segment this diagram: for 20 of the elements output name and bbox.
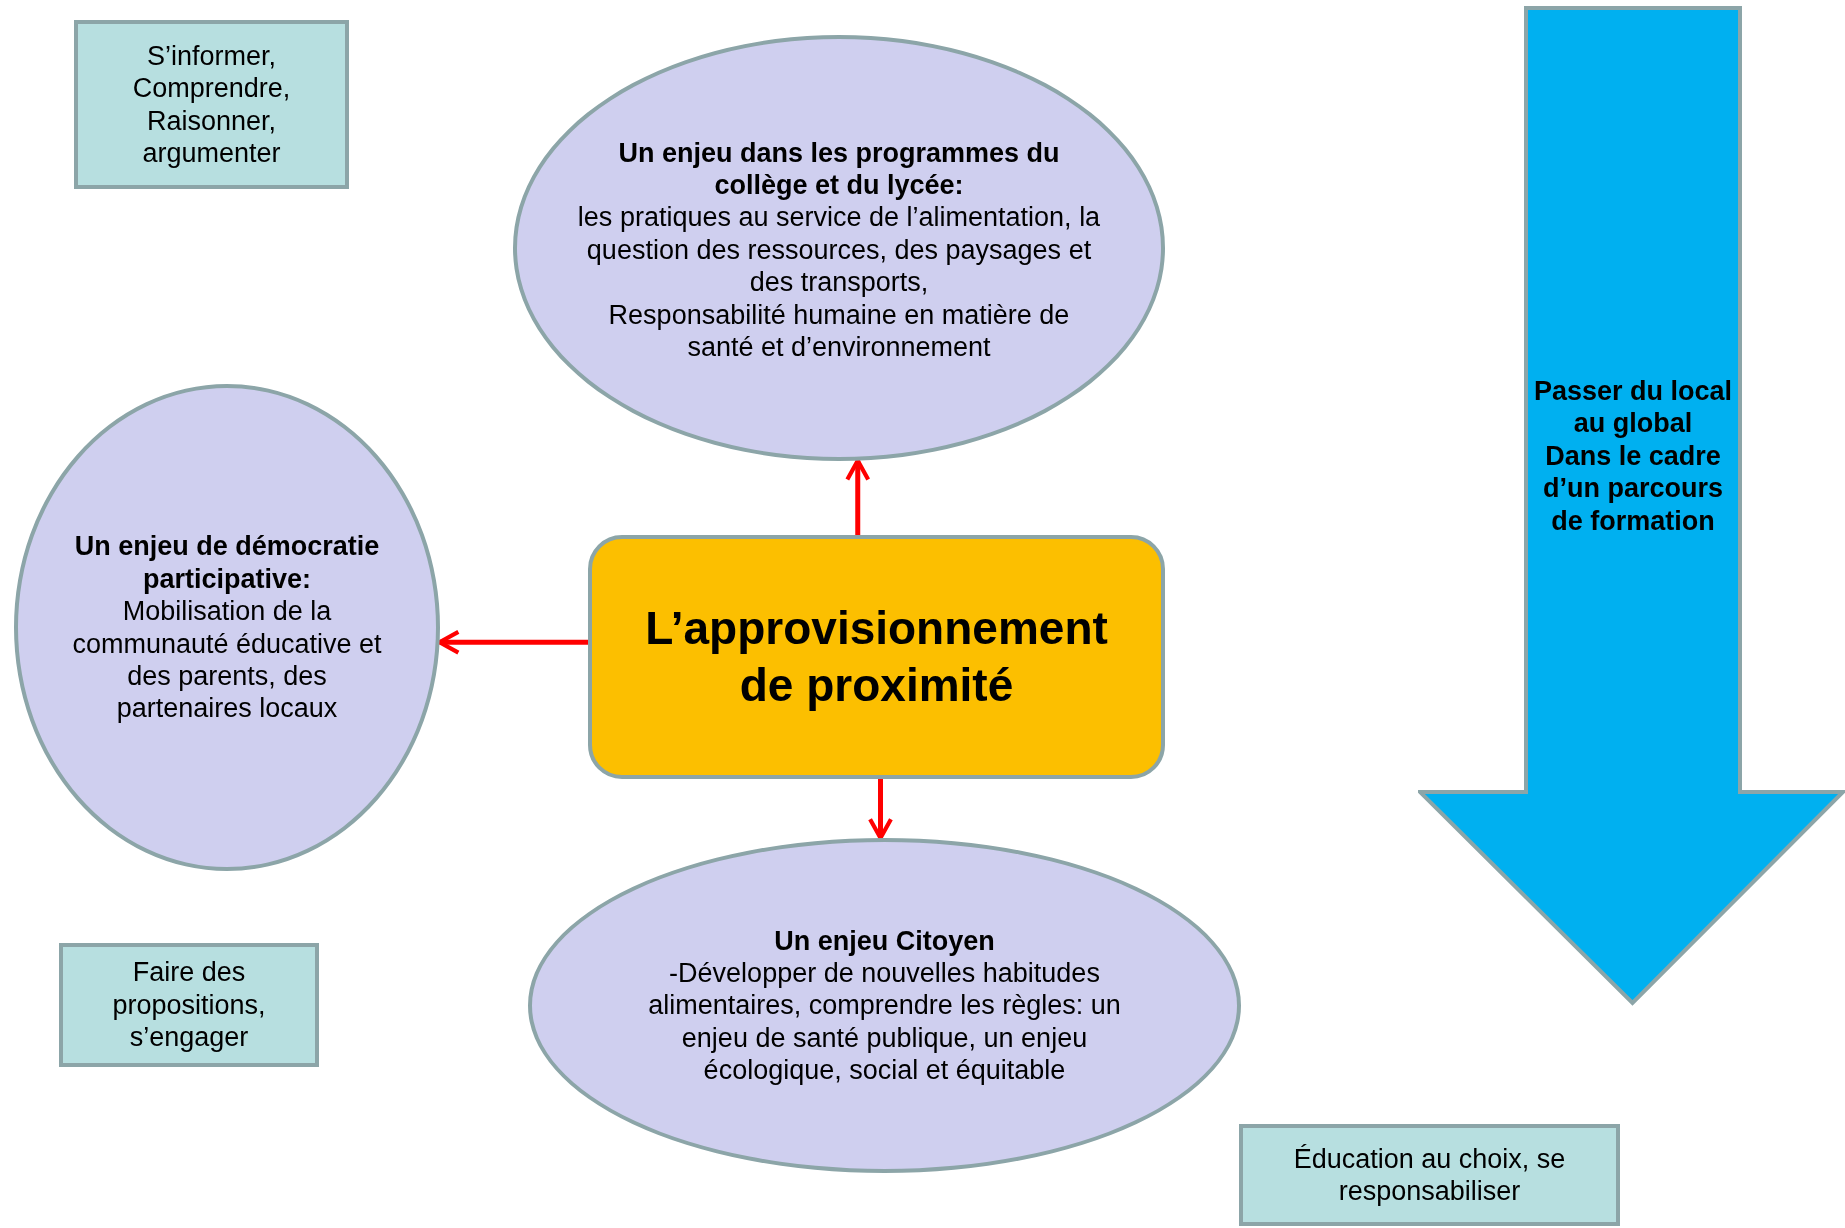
node-text: Un enjeu de démocratie participative: <box>73 530 381 596</box>
skill-box <box>1239 1124 1620 1226</box>
node-text: S’informer, Comprendre, Raisonner, argumenter <box>131 39 292 170</box>
node-text: Un enjeu Citoyen <box>774 924 995 957</box>
node-text: Faire des propositions, s’engager <box>111 956 267 1054</box>
skill-box <box>59 943 319 1067</box>
node-text: Responsabilité humaine en matière de santé et d’environnement <box>607 298 1071 364</box>
arrow <box>868 779 893 841</box>
node-text: L’approvisionnement de proximité <box>644 600 1109 713</box>
node-text: Mobilisation de la communauté éducative et des parents, des partenaires locaux <box>71 595 383 725</box>
down-arrow-banner <box>1418 6 1845 1006</box>
node-text: Un enjeu dans les programmes du collège et du lycée: <box>617 136 1061 202</box>
central-topic-box <box>588 535 1165 779</box>
node-text: Passer du local au global <box>1532 375 1734 440</box>
skill-box <box>74 20 349 189</box>
node-text: Éducation au choix, se responsabiliser <box>1292 1142 1567 1208</box>
node-text: Dans le cadre d’un parcours de formation <box>1542 439 1724 537</box>
node-text: -Développer de nouvelles habitudes alimentaires, comprendre les règles: un enjeu de santé publique, un enjeu écologique, social et équitable <box>647 956 1122 1087</box>
arrow <box>845 458 871 535</box>
node-text: les pratiques au service de l’alimentation, la question des ressources, des paysages et des transports, <box>577 201 1101 299</box>
